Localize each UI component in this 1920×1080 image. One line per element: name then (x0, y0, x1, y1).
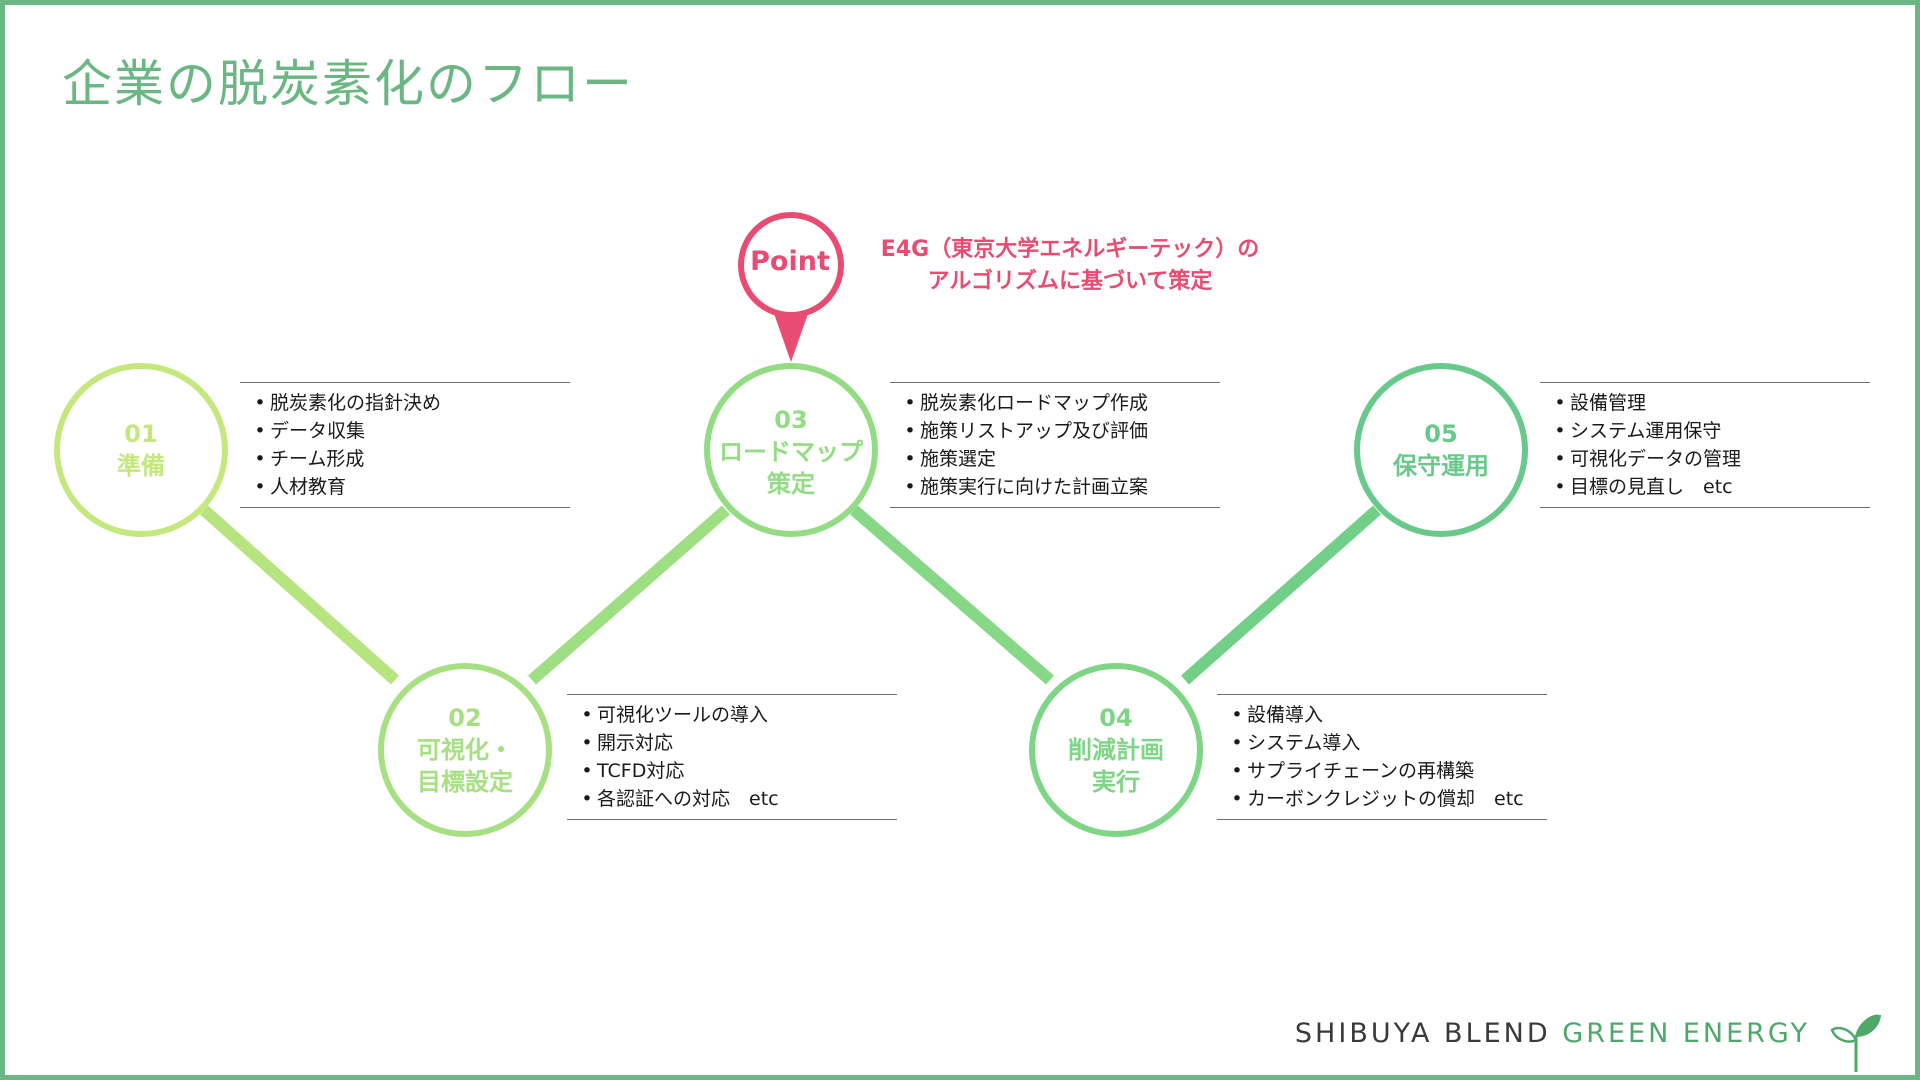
step-circle-03 (704, 363, 878, 537)
list-item: •カーボンクレジットの償却 etc (1231, 788, 1524, 810)
list-item: •脱炭素化ロードマップ作成 (904, 392, 1149, 414)
point-pin-tip (772, 308, 810, 362)
page-title: 企業の脱炭素化のフロー (62, 55, 634, 113)
brand-name-part-1: SHIBUYA BLEND (1294, 1018, 1563, 1049)
point-note: E4G（東京大学エネルギーテック）の アルゴリズムに基づいて策定 (845, 234, 1295, 298)
step-circle-02 (378, 663, 552, 837)
step-circle-04 (1029, 663, 1203, 837)
list-item: •設備管理 (1554, 392, 1647, 414)
step-label-01: 01 準備 (51, 418, 231, 482)
list-item: •各認証への対応 etc (581, 788, 779, 810)
list-item: •施策選定 (904, 448, 997, 470)
list-item: •システム導入 (1231, 732, 1361, 754)
step-name: 準備 (117, 452, 165, 480)
list-item: •開示対応 (581, 732, 674, 754)
step-label-05: 05 保守運用 (1351, 418, 1531, 482)
step-name: 可視化・ 目標設定 (417, 736, 513, 796)
list-item: •TCFD対応 (581, 760, 685, 782)
list-item: •システム運用保守 (1554, 420, 1722, 442)
step-number: 04 (1099, 704, 1133, 732)
list-item: •サプライチェーンの再構築 (1231, 760, 1475, 782)
step-label-03: 03 ロードマップ 策定 (701, 404, 881, 500)
connector-03-04 (850, 505, 1054, 685)
list-item: •脱炭素化の指針決め (254, 392, 442, 414)
point-pin (738, 212, 844, 318)
step-name: 削減計画 実行 (1068, 736, 1164, 796)
list-item: •データ収集 (254, 420, 366, 442)
connector-02-03 (528, 505, 730, 685)
step-name: 保守運用 (1393, 452, 1489, 480)
brand-logo-text: SHIBUYA BLEND GREEN ENERGY (1295, 1018, 1810, 1049)
step-number: 05 (1424, 420, 1458, 448)
list-item: •可視化ツールの導入 (581, 704, 769, 726)
list-item: •施策実行に向けた計画立案 (904, 476, 1149, 498)
list-item: •施策リストアップ及び評価 (904, 420, 1149, 442)
step-name: ロードマップ 策定 (719, 438, 863, 498)
step-number: 03 (774, 406, 808, 434)
connector-01-02 (200, 505, 399, 685)
step-label-04: 04 削減計画 実行 (1026, 702, 1206, 798)
list-item: •設備導入 (1231, 704, 1324, 726)
point-note-line-2: アルゴリズムに基づいて策定 (927, 269, 1213, 294)
list-item: •チーム形成 (254, 448, 365, 470)
step-panel-03: •脱炭素化ロードマップ作成 •施策リストアップ及び評価 •施策選定 •施策実行に… (890, 382, 1220, 508)
list-item: •目標の見直し etc (1554, 476, 1733, 498)
step-number: 01 (124, 420, 158, 448)
point-label: Point (750, 246, 830, 277)
list-item: •人材教育 (254, 476, 347, 498)
step-number: 02 (448, 704, 482, 732)
connector-04-05 (1181, 505, 1381, 685)
point-note-line-1: E4G（東京大学エネルギーテック）の (880, 237, 1260, 262)
list-item: •可視化データの管理 (1554, 448, 1742, 470)
step-panel-05: •設備管理 •システム運用保守 •可視化データの管理 •目標の見直し etc (1540, 382, 1870, 508)
sprout-icon (1830, 1014, 1882, 1072)
step-panel-01: •脱炭素化の指針決め •データ収集 •チーム形成 •人材教育 (240, 382, 570, 508)
step-circle-01 (54, 363, 228, 537)
step-panel-04: •設備導入 •システム導入 •サプライチェーンの再構築 •カーボンクレジットの償… (1217, 694, 1547, 820)
step-panel-02: •可視化ツールの導入 •開示対応 •TCFD対応 •各認証への対応 etc (567, 694, 897, 820)
brand-name-part-2: GREEN ENERGY (1562, 1018, 1810, 1049)
step-circle-05 (1354, 363, 1528, 537)
step-label-02: 02 可視化・ 目標設定 (375, 702, 555, 798)
